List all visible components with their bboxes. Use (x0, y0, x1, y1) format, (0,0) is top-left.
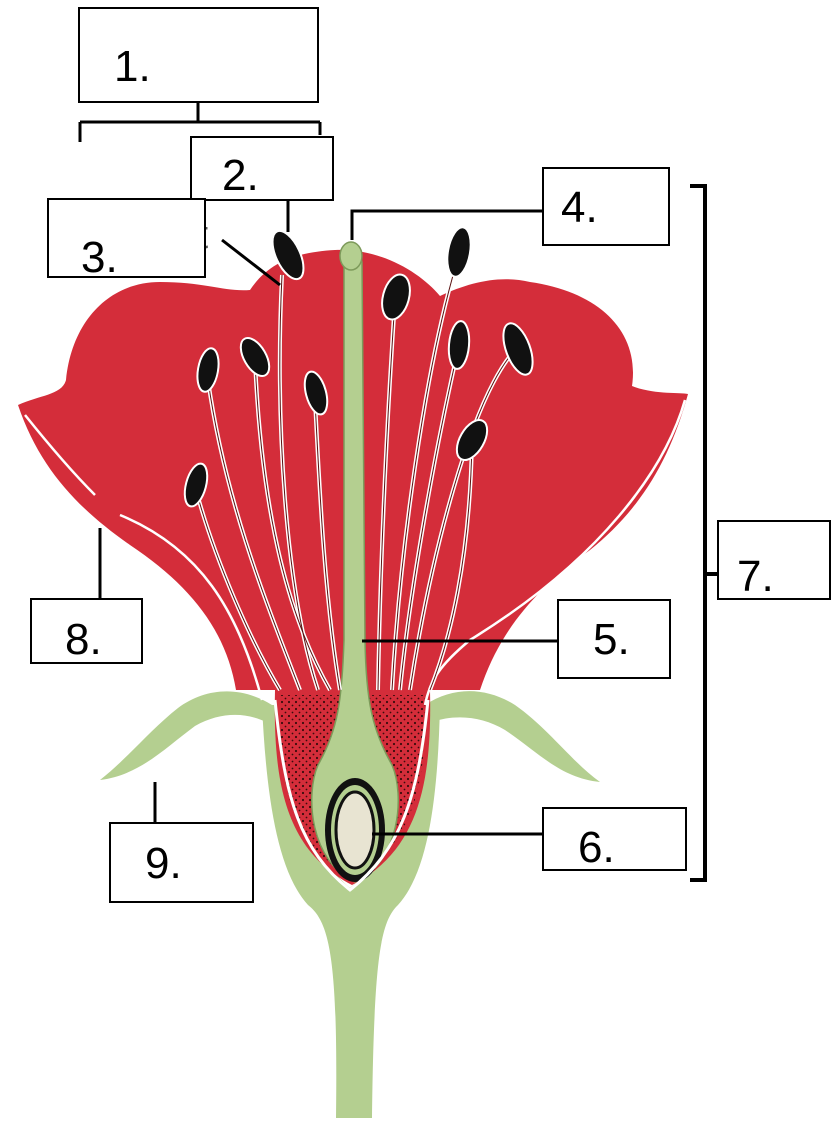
label-box-4[interactable]: 4. (542, 167, 670, 246)
label-text-2: 2. (222, 154, 259, 198)
label-text-5: 5. (593, 618, 630, 662)
label-box-3[interactable]: 3. (47, 198, 206, 278)
sepal-right (425, 691, 600, 782)
label-box-2[interactable]: 2. (190, 136, 334, 201)
label-box-8[interactable]: 8. (30, 598, 143, 664)
sepal-left (100, 691, 272, 780)
stigma (340, 242, 362, 270)
label-box-6[interactable]: 6. (542, 807, 687, 871)
label-box-9[interactable]: 9. (109, 822, 254, 903)
label-box-7[interactable]: 7. (717, 520, 831, 600)
label-text-7: 7. (737, 555, 774, 599)
label-text-9: 9. (145, 842, 182, 886)
bracket-7 (690, 186, 718, 880)
label-text-3: 3. (81, 236, 118, 280)
label-text-6: 6. (578, 826, 615, 870)
label-box-5[interactable]: 5. (557, 599, 671, 679)
leader-4 (352, 211, 543, 240)
label-text-8: 8. (65, 618, 102, 662)
label-text-4: 4. (561, 186, 598, 230)
leader-3 (222, 240, 280, 285)
label-box-1[interactable]: 1. (78, 7, 319, 103)
label-text-1: 1. (114, 45, 151, 89)
ovule-inner (336, 792, 374, 868)
